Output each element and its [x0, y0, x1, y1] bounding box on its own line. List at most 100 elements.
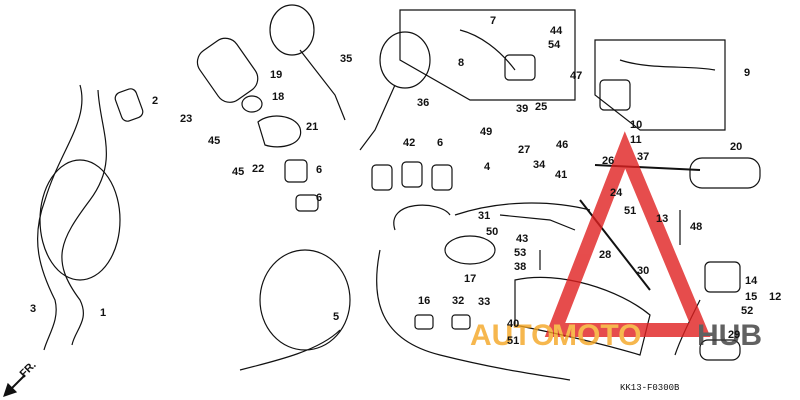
- part-number-label: 47: [570, 70, 582, 82]
- part-number-label: 45: [208, 135, 220, 147]
- part-number-label: 36: [417, 97, 429, 109]
- part-number-label: 26: [602, 155, 614, 167]
- cable-lower: [376, 249, 571, 381]
- cable-4b: [454, 202, 591, 216]
- part-29: [699, 339, 741, 361]
- part-number-label: 18: [272, 91, 284, 103]
- part-6-clamp-a: [284, 159, 308, 183]
- part-6-clamp-d: [431, 164, 453, 191]
- mirror-left-stem: [299, 49, 346, 121]
- cable-1: [61, 89, 107, 346]
- part-36-mirror-right: [379, 31, 431, 89]
- part-2-boot: [114, 88, 144, 122]
- part-number-label: 22: [252, 163, 264, 175]
- watermark-triangle: [544, 131, 711, 337]
- part-number-label: 8: [458, 57, 464, 69]
- part-number-label: 12: [769, 291, 781, 303]
- handlebar-bend: [579, 199, 651, 291]
- watermark-text-2: MOTO: [552, 319, 641, 352]
- part-number-label: 16: [418, 295, 430, 307]
- part-19-grip: [196, 37, 259, 103]
- box-8: [399, 9, 576, 101]
- part-number-label: 33: [478, 296, 490, 308]
- part-number-label: 32: [452, 295, 464, 307]
- part-number-label: 6: [316, 192, 322, 204]
- direction-label: FR.: [18, 359, 39, 380]
- part-number-label: 14: [745, 275, 758, 287]
- part-21-switch: [257, 115, 302, 148]
- part-number-label: 13: [656, 213, 668, 225]
- part-number-label: 38: [514, 261, 526, 273]
- part-number-label: 27: [518, 144, 530, 156]
- part-number-label: 31: [478, 210, 490, 222]
- part-number-label: 5: [333, 311, 339, 323]
- part-number-label: 44: [550, 25, 563, 37]
- part-32: [451, 314, 471, 330]
- part-number-label: 11: [630, 134, 642, 146]
- part-number-label: 45: [232, 166, 244, 178]
- box-9: [594, 39, 726, 131]
- part-number-label: 21: [306, 121, 318, 133]
- part-number-label: 41: [555, 169, 567, 181]
- part-16: [414, 314, 434, 330]
- part-20-grip: [689, 157, 761, 189]
- part-number-label: 10: [630, 119, 642, 131]
- part-number-label: 37: [637, 151, 649, 163]
- part-number-label: 28: [599, 249, 611, 261]
- mirror-right-stem: [359, 84, 396, 151]
- part-number-label: 3: [30, 303, 36, 315]
- part-14-switch: [704, 261, 741, 293]
- part-number-label: 51: [507, 335, 519, 347]
- part-number-label: 23: [180, 113, 192, 125]
- part-number-label: 39: [516, 103, 528, 115]
- part-number-label: 52: [741, 305, 753, 317]
- part-18-ring: [241, 95, 263, 113]
- part-5-cable: [259, 249, 351, 351]
- part-number-label: 7: [490, 15, 496, 27]
- part-17-housing: [444, 235, 496, 265]
- part-number-label: 34: [533, 159, 546, 171]
- part-number-label: 2: [152, 95, 158, 107]
- part-number-label: 51: [624, 205, 636, 217]
- part-number-label: 43: [516, 233, 528, 245]
- part-number-label: 42: [403, 137, 415, 149]
- part-number-label: 6: [316, 164, 322, 176]
- cable-5-end: [239, 329, 341, 371]
- part-number-label: 46: [556, 139, 568, 151]
- cable-loop: [39, 159, 121, 281]
- watermark-logo: AUTO MOTO HUB: [470, 131, 762, 352]
- part-number-label: 1: [100, 307, 106, 319]
- part-number-label: 50: [486, 226, 498, 238]
- part-number-label: 25: [535, 101, 547, 113]
- part-number-label: 48: [690, 221, 702, 233]
- part-number-label: 49: [480, 126, 492, 138]
- part-6-clamp-b: [295, 194, 319, 212]
- part-number-label: 35: [340, 53, 352, 65]
- part-number-label: 20: [730, 141, 742, 153]
- part-number-label: 29: [728, 329, 740, 341]
- part-number-label: 9: [744, 67, 750, 79]
- watermark-text-1: AUTO: [470, 319, 554, 352]
- part-10-switch: [599, 79, 631, 111]
- part-number-label: 17: [464, 273, 476, 285]
- cable-4: [393, 204, 451, 231]
- part-number-label: 54: [548, 39, 561, 51]
- part-number-label: 53: [514, 247, 526, 259]
- cable-3: [36, 84, 83, 351]
- fr-arrow-head: [3, 382, 18, 397]
- part-31-lever: [499, 214, 576, 231]
- part-6-clamp-c: [371, 164, 393, 191]
- part-number-label: 40: [507, 318, 519, 330]
- drawing-code: KK13-F0300B: [620, 383, 680, 393]
- part-number-label: 24: [610, 187, 623, 199]
- wire-9: [619, 59, 716, 71]
- part-35-mirror-left: [269, 4, 315, 56]
- part-7-switch: [504, 54, 536, 81]
- part-number-label: 15: [745, 291, 757, 303]
- part-42-clamp: [401, 161, 423, 188]
- part-number-label: 4: [484, 161, 491, 173]
- wire-8: [459, 29, 516, 71]
- part-number-label: 19: [270, 69, 282, 81]
